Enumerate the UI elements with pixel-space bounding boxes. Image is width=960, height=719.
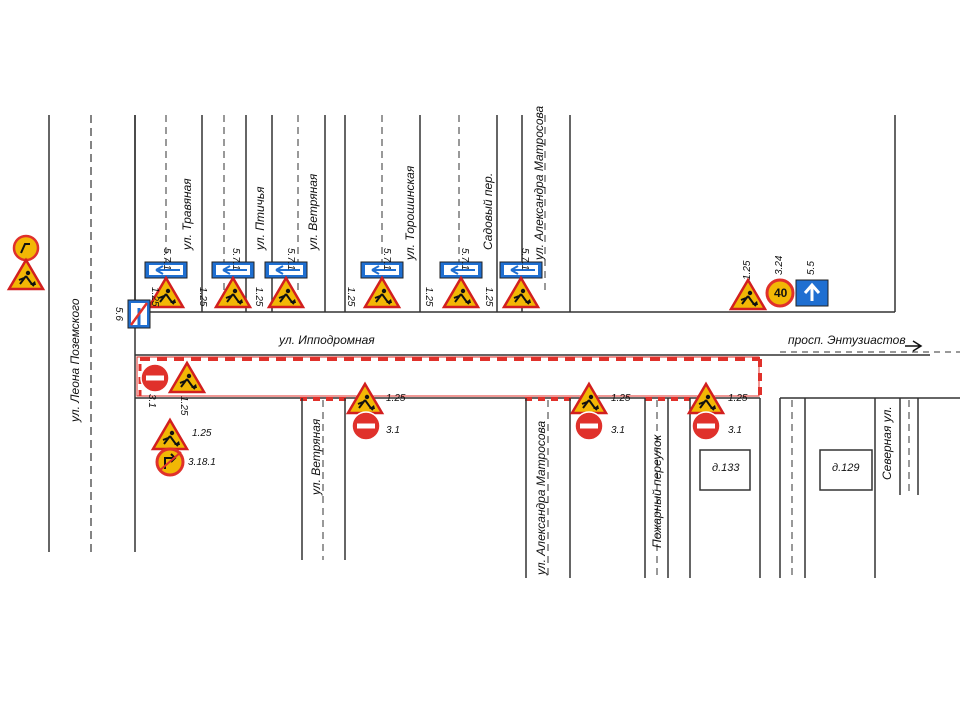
zone-signs-matrosova <box>570 382 608 441</box>
code-125-matrosova: 1.25 <box>483 287 494 307</box>
label-severnaya: Северная ул. <box>880 406 894 480</box>
code-55: 5.5 <box>806 261 817 275</box>
street-hippodromnaya <box>135 311 960 399</box>
label-ptichya: ул. Птичья <box>253 186 267 250</box>
code-571-matrosova: 5.7.1 <box>519 248 530 271</box>
north-side-streets <box>134 115 896 313</box>
roadwork-sign-far-left <box>7 234 45 291</box>
roadwork-sign-left-lower <box>151 418 189 477</box>
code-125-matrosova-south: 1.25 <box>611 393 631 404</box>
code-571-toroshinskaya: 5.7.1 <box>381 248 392 271</box>
south-side-streets <box>301 398 919 578</box>
label-house-133: д.133 <box>712 462 740 474</box>
code-125-start: 1.25 <box>178 396 189 416</box>
entuziastov-direction-arrow <box>905 340 923 352</box>
code-125-ptichya: 1.25 <box>197 287 208 307</box>
work-zone-fence <box>136 356 762 401</box>
code-571-travyanaya: 5.7.1 <box>161 248 172 271</box>
code-125-left-lower: 1.25 <box>192 428 212 439</box>
code-571-ptichya: 5.7.1 <box>230 248 241 271</box>
label-matrosova-north: ул. Александра Матросова <box>532 105 546 260</box>
zone-signs-pozharny <box>687 382 725 441</box>
code-571-vetryanaya: 5.7.1 <box>285 248 296 271</box>
south-street-center-lines <box>322 400 910 578</box>
sign-5-6 <box>127 299 151 329</box>
label-vetryanaya-north: ул. Ветряная <box>306 173 320 250</box>
label-toroshinskaya: ул. Торошинская <box>403 165 417 260</box>
zone-signs-vetryanaya <box>346 382 384 441</box>
label-sadovy: Садовый пер. <box>481 172 495 250</box>
no-entry-sign-zone-start <box>140 361 206 394</box>
label-vetryanaya-south: ул. Ветряная <box>309 418 323 495</box>
code-31-vetryanaya-south: 3.1 <box>386 425 400 436</box>
label-travyanaya: ул. Травяная <box>180 178 194 250</box>
code-125-travyanaya: 1.25 <box>149 287 160 307</box>
label-house-129: д.129 <box>832 462 860 474</box>
north-street-center-lines <box>165 115 546 290</box>
code-3181: 3.18.1 <box>188 457 216 468</box>
building-133 <box>699 449 751 491</box>
label-entuziastov: просп. Энтузиастов <box>788 333 906 347</box>
code-125-entuziastov: 1.25 <box>742 260 753 280</box>
sign-group-entuziastov <box>729 278 829 311</box>
code-571-sadovy: 5.7.1 <box>459 248 470 271</box>
speed-limit-value: 40 <box>774 286 788 300</box>
code-31-matrosova-south: 3.1 <box>611 425 625 436</box>
code-125-vetryanaya: 1.25 <box>253 287 264 307</box>
code-31-pozharny: 3.1 <box>728 425 742 436</box>
label-hippodromnaya: ул. Ипподромная <box>279 333 375 347</box>
code-125-toroshinskaya: 1.25 <box>345 287 356 307</box>
label-matrosova-south: ул. Александра Матросова <box>534 420 548 575</box>
building-129 <box>819 449 873 491</box>
code-125-vetryanaya-south: 1.25 <box>386 393 406 404</box>
code-324: 3.24 <box>774 255 785 275</box>
label-pozharny: Пожарный переулок <box>650 434 664 548</box>
street-leona-pozemskogo <box>48 115 136 552</box>
code-125-sadovy: 1.25 <box>423 287 434 307</box>
label-leona-pozemskogo: ул. Леона Поземского <box>68 298 82 422</box>
code-56: 5.6 <box>113 307 124 321</box>
code-125-pozharny: 1.25 <box>728 393 748 404</box>
code-31-start: 3.1 <box>146 394 157 408</box>
